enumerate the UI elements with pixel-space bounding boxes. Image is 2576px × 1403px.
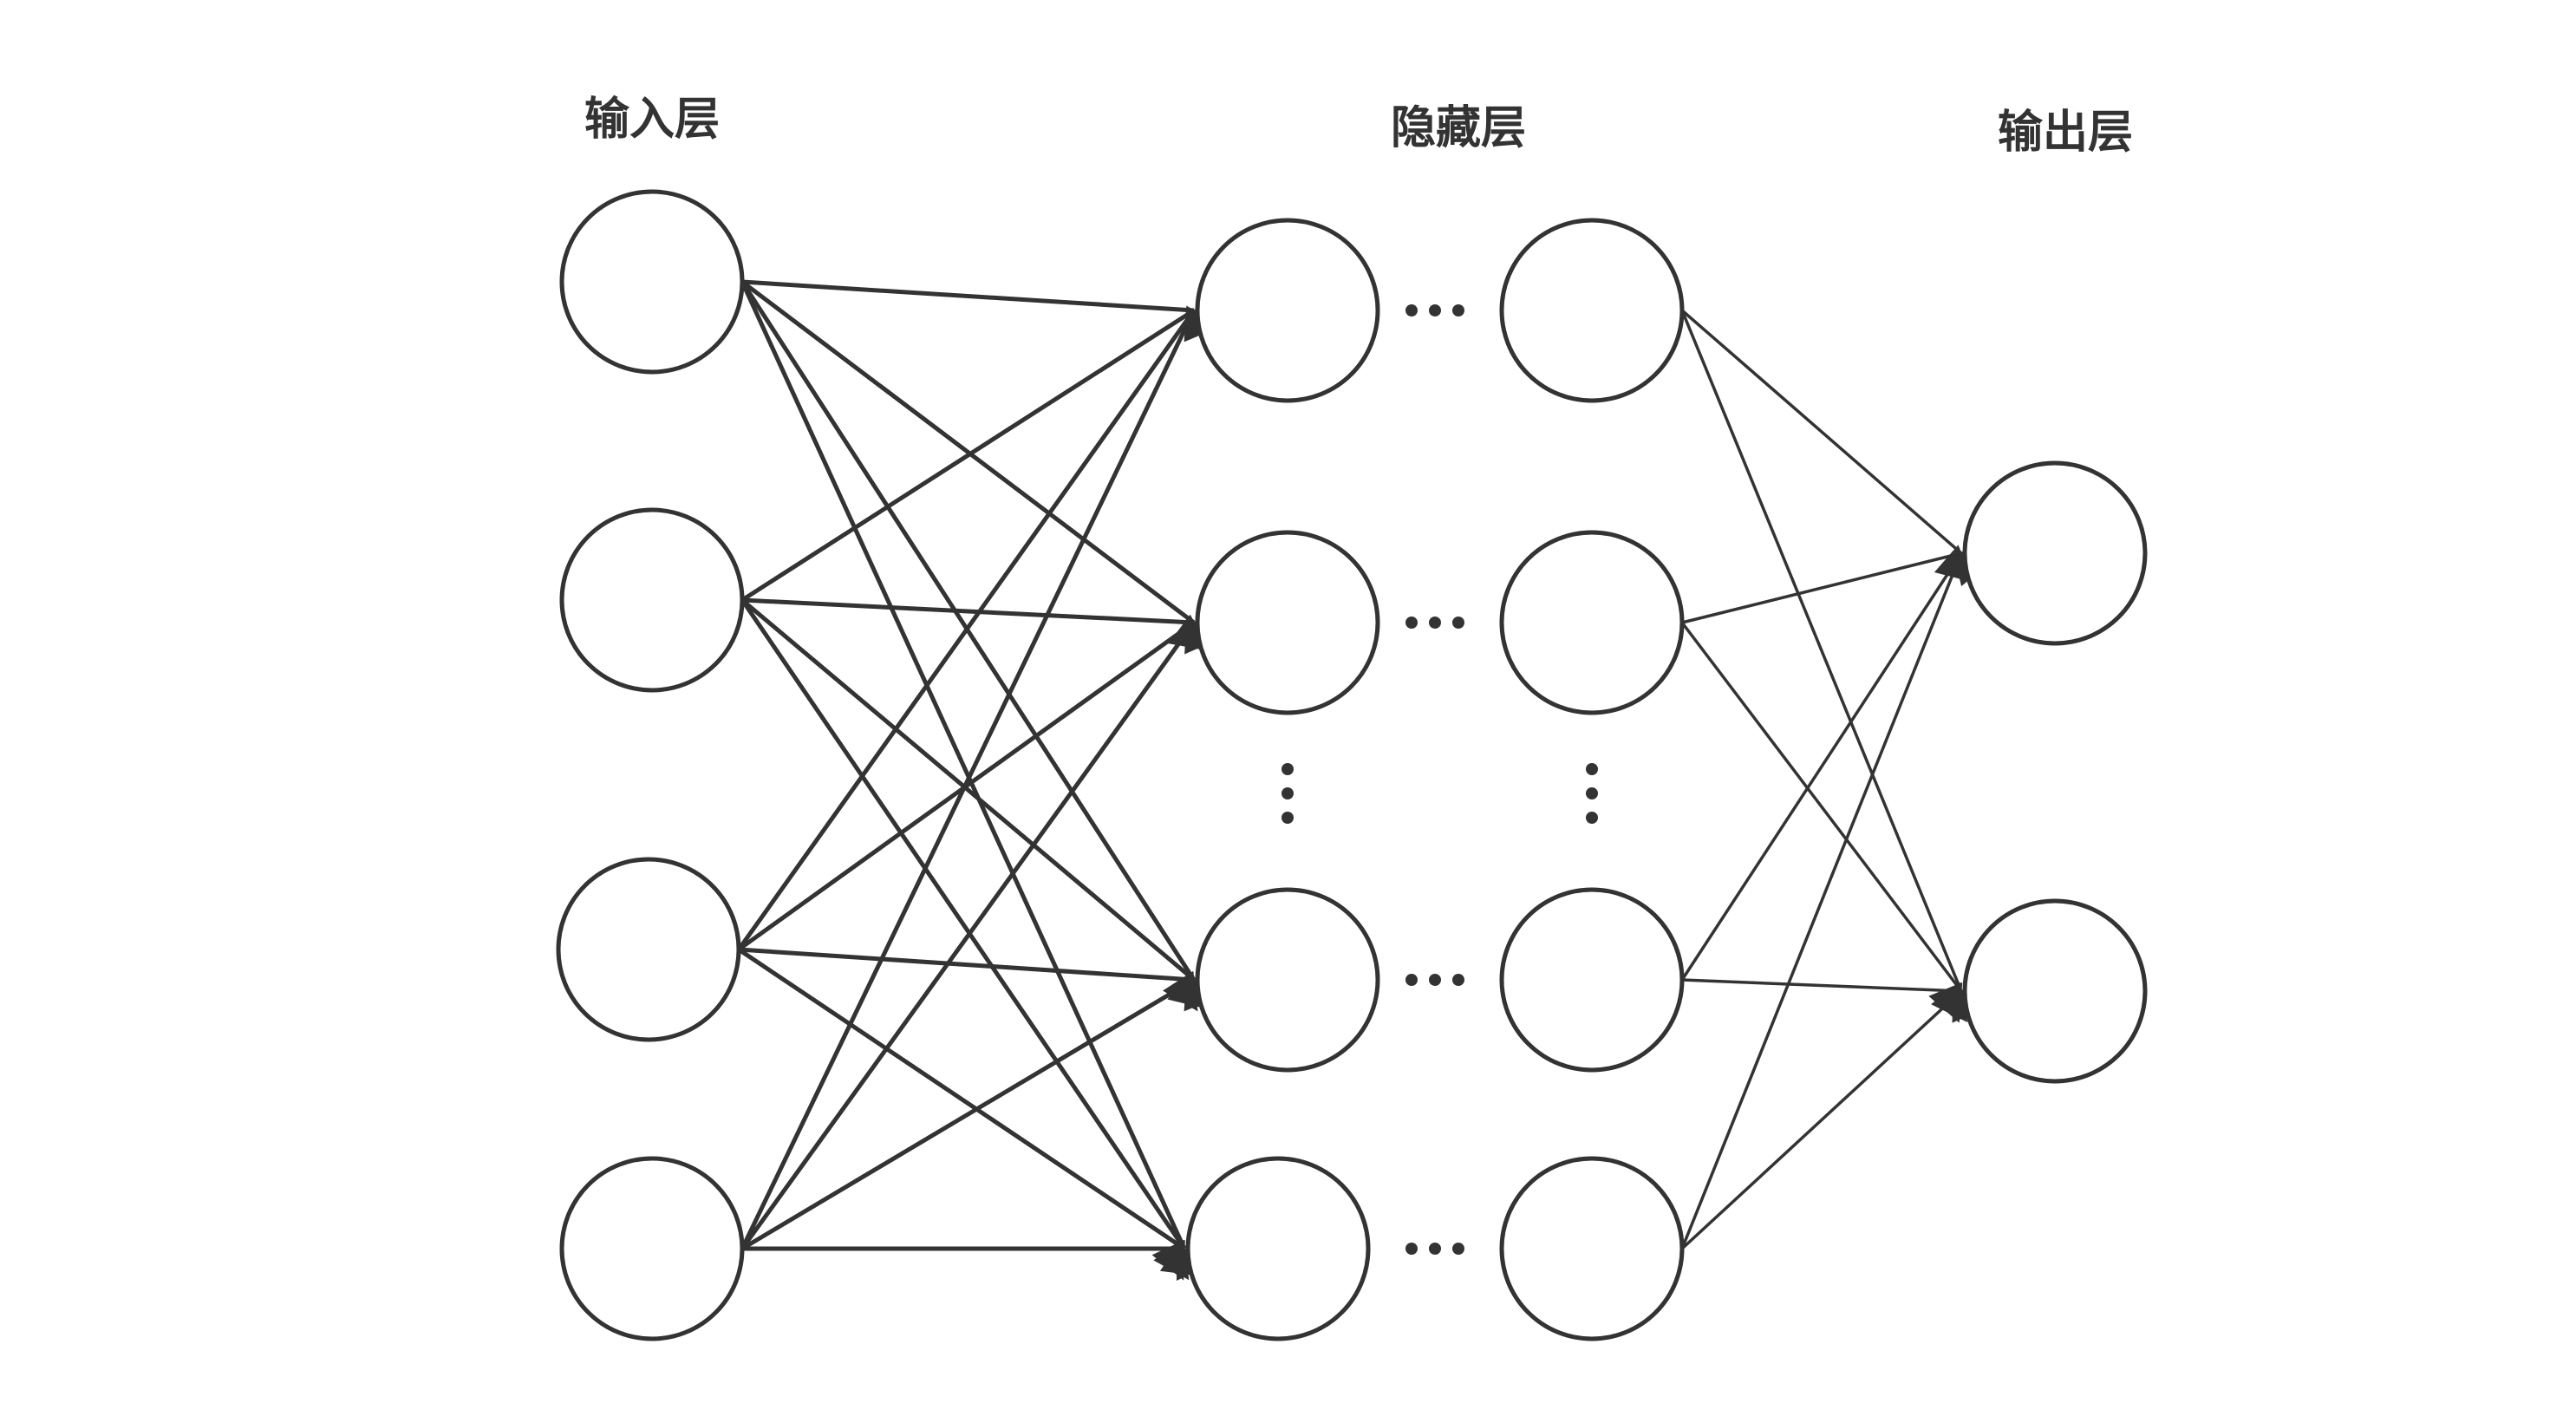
edge-input-4-to-hidden-2 [740,607,1223,1250]
edge-input-1-to-hidden-1 [741,279,1222,343]
input-node-2 [559,507,745,693]
hidden-col2-node-1 [1499,218,1685,403]
input-layer-label: 输入层 [584,94,720,146]
hidden-layer-label: 隐藏层 [1391,102,1526,154]
edge-input-1-to-hidden-4 [740,280,1187,1281]
nodes [556,189,2148,1341]
hidden-col1-node-4 [1185,1156,1371,1341]
input-node-4 [559,1156,745,1341]
horizontal-ellipsis-row-1-dot-1 [1405,304,1418,316]
hidden-col1-node-2 [1195,530,1380,715]
edge-hidden-3-to-output-1 [1680,537,1989,981]
edge-input-4-to-hidden-3 [740,976,1226,1251]
connections [736,279,1992,1281]
edge-hidden-4-to-output-1 [1680,532,1988,1250]
horizontal-ellipsis-row-4-dot-3 [1452,1243,1464,1255]
output-layer-label: 输出层 [1998,107,2133,159]
edge-input-4-to-hidden-1 [740,290,1220,1250]
hidden-col1-node-1 [1195,218,1380,403]
horizontal-ellipsis-row-1-dot-2 [1429,304,1441,316]
edge-input-2-to-hidden-4 [740,598,1190,1281]
edge-input-1-to-hidden-2 [740,280,1209,651]
horizontal-ellipsis-row-2-dot-2 [1429,617,1441,629]
edge-hidden-1-to-output-1 [1680,309,1974,583]
horizontal-ellipsis-row-2-dot-3 [1452,617,1464,629]
hidden-col2-node-4 [1499,1156,1685,1341]
output-node-2 [1962,898,2148,1084]
edge-input-3-to-hidden-1 [736,295,1223,951]
horizontal-ellipsis-row-4-dot-2 [1429,1243,1441,1255]
edge-hidden-3-to-output-2 [1681,978,1990,1023]
edge-input-2-to-hidden-3 [740,598,1207,1009]
vertical-ellipsis-col-1-dot-2 [1281,787,1294,799]
vertical-ellipsis-col-2-dot-2 [1586,787,1598,799]
edge-hidden-2-to-output-1 [1681,551,1992,624]
horizontal-ellipsis-row-2-dot-1 [1405,617,1418,629]
vertical-ellipsis-col-2-dot-1 [1586,763,1598,775]
output-node-1 [1962,460,2148,646]
hidden-col2-node-3 [1499,887,1685,1073]
ellipsis-markers [1281,304,1598,1255]
horizontal-ellipsis-row-3-dot-2 [1429,974,1441,986]
edge-input-2-to-hidden-2 [741,597,1223,655]
horizontal-ellipsis-row-3-dot-1 [1405,974,1418,986]
horizontal-ellipsis-row-1-dot-3 [1452,304,1464,316]
input-node-1 [559,189,745,375]
horizontal-ellipsis-row-3-dot-3 [1452,974,1464,986]
edge-hidden-1-to-output-2 [1680,310,1963,1023]
hidden-col2-node-2 [1499,530,1685,715]
edge-hidden-2-to-output-2 [1680,621,1968,1022]
edge-input-3-to-hidden-4 [737,947,1201,1276]
vertical-ellipsis-col-1-dot-3 [1281,812,1294,824]
horizontal-ellipsis-row-4-dot-1 [1405,1243,1418,1255]
input-node-3 [556,857,741,1042]
edge-input-2-to-hidden-1 [740,306,1226,603]
edge-input-3-to-hidden-3 [738,947,1222,1012]
vertical-ellipsis-col-1-dot-1 [1281,763,1294,775]
edge-hidden-4-to-output-2 [1680,982,1992,1250]
hidden-col1-node-3 [1195,887,1380,1073]
vertical-ellipsis-col-2-dot-3 [1586,812,1598,824]
